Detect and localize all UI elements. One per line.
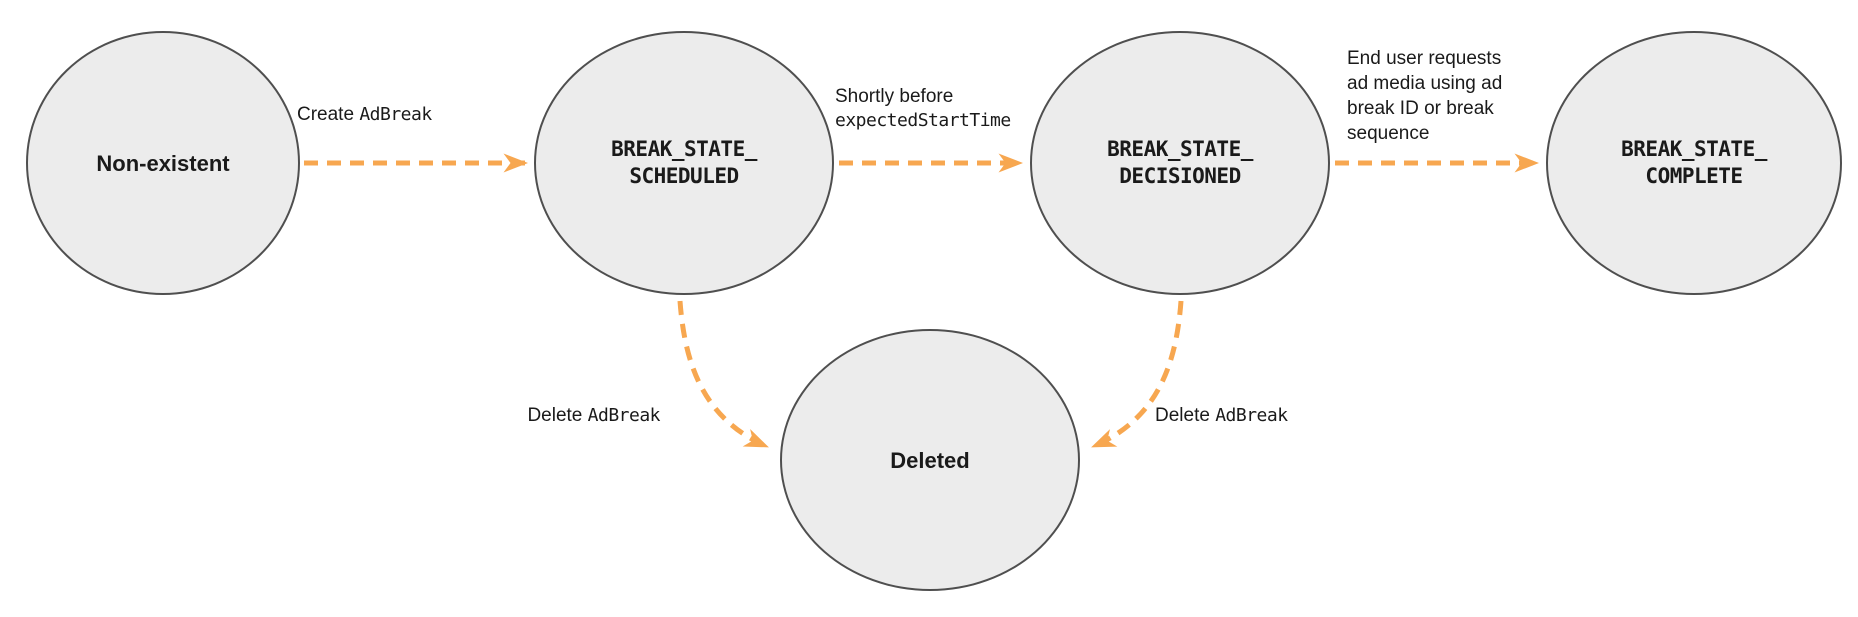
state-label-break-state-complete: BREAK_STATE_ COMPLETE	[1621, 136, 1767, 190]
edge-label-shortly-before: Shortly before expectedStartTime	[835, 85, 1011, 133]
state-node-break-state-decisioned: BREAK_STATE_ DECISIONED	[1030, 31, 1330, 295]
edge-label-line: sequence	[1347, 123, 1430, 144]
state-label-line2: SCHEDULED	[629, 164, 739, 188]
state-node-non-existent: Non-existent	[26, 31, 300, 295]
state-label-line2: COMPLETE	[1645, 164, 1743, 188]
state-node-break-state-complete: BREAK_STATE_ COMPLETE	[1546, 31, 1842, 295]
edge-label-delete-adbreak-left: Delete AdBreak	[465, 404, 660, 428]
state-label-line1: BREAK_STATE_	[1107, 137, 1253, 161]
edge-label-line: ad media using ad	[1347, 73, 1503, 94]
edge-label-delete-adbreak-right: Delete AdBreak	[1155, 404, 1288, 428]
state-label-line1: BREAK_STATE_	[611, 137, 757, 161]
state-label-break-state-scheduled: BREAK_STATE_ SCHEDULED	[611, 136, 757, 190]
edge-label-code: AdBreak	[587, 405, 661, 426]
edge-label-text: Delete	[527, 405, 588, 426]
state-label-deleted: Deleted	[890, 447, 970, 473]
edge-delete-from-decisioned	[1091, 300, 1184, 450]
state-label-break-state-decisioned: BREAK_STATE_ DECISIONED	[1107, 136, 1253, 190]
edge-label-end-user-requests: End user requests ad media using ad brea…	[1347, 46, 1502, 146]
edge-label-code: AdBreak	[1215, 405, 1288, 426]
edge-label-create-adbreak: Create AdBreak	[297, 103, 432, 127]
state-node-break-state-scheduled: BREAK_STATE_ SCHEDULED	[534, 31, 834, 295]
edge-label-text: Delete	[1155, 405, 1216, 426]
edge-label-text: Shortly before	[835, 86, 954, 107]
edge-label-text: Create	[297, 104, 360, 125]
edge-label-code: expectedStartTime	[835, 110, 1011, 131]
edge-label-line: break ID or break	[1347, 98, 1494, 119]
state-node-deleted: Deleted	[780, 329, 1080, 591]
state-label-line1: BREAK_STATE_	[1621, 137, 1767, 161]
edge-label-code: AdBreak	[359, 104, 432, 125]
edge-delete-from-scheduled	[677, 300, 769, 450]
state-label-non-existent: Non-existent	[96, 150, 230, 176]
state-label-line2: DECISIONED	[1119, 164, 1241, 188]
edge-label-line: End user requests	[1347, 48, 1502, 69]
